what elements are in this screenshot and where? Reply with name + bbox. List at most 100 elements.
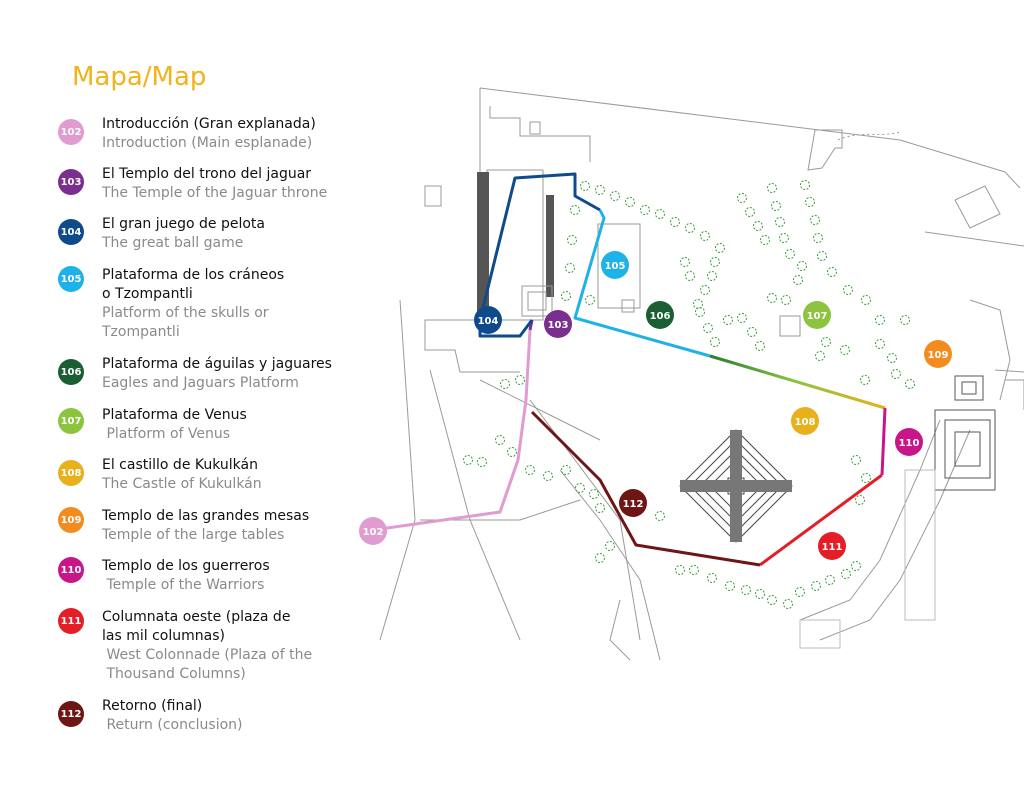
stop-badge: 106: [58, 359, 84, 385]
tree-icon: [567, 235, 577, 245]
stop-name-es: Plataforma de Venus: [102, 407, 247, 423]
tree-icon: [779, 233, 789, 243]
map-marker-label: 110: [899, 438, 920, 449]
tree-icon: [707, 271, 717, 281]
stop-badge: 112: [58, 701, 84, 727]
tree-icon: [710, 337, 720, 347]
map-marker-label: 106: [650, 311, 671, 322]
stop-badge: 110: [58, 557, 84, 583]
tree-icon: [561, 291, 571, 301]
stop-name-es: El castillo de Kukulkán: [102, 457, 258, 473]
map-title: Mapa/Map: [72, 62, 207, 92]
tree-icon: [753, 221, 763, 231]
tree-icon: [680, 257, 690, 267]
stop-name-en-line2: Tzompantli: [102, 324, 180, 340]
trees: [463, 180, 915, 609]
tree-icon: [463, 455, 473, 465]
tree-icon: [515, 375, 525, 385]
stop-name-es: Retorno (final): [102, 698, 203, 714]
tree-icon: [841, 569, 851, 579]
stop-badge: 104: [58, 219, 84, 245]
map-marker-106[interactable]: 106: [646, 301, 674, 329]
tree-icon: [767, 595, 777, 605]
tree-icon: [767, 183, 777, 193]
stop-name-es: Plataforma de águilas y jaguares: [102, 356, 332, 372]
map-marker-108[interactable]: 108: [791, 407, 819, 435]
map-marker-label: 107: [807, 311, 828, 322]
stop-badge: 105: [58, 266, 84, 292]
tree-icon: [821, 337, 831, 347]
map-marker-102[interactable]: 102: [359, 517, 387, 545]
map-marker-111[interactable]: 111: [818, 532, 846, 560]
tree-icon: [737, 193, 747, 203]
map-marker-104[interactable]: 104: [474, 306, 502, 334]
map-marker-110[interactable]: 110: [895, 428, 923, 456]
tree-icon: [783, 599, 793, 609]
tree-icon: [685, 271, 695, 281]
stop-name-es: El Templo del trono del jaguar: [102, 166, 312, 182]
tree-icon: [655, 209, 665, 219]
tree-icon: [811, 581, 821, 591]
castillo-pyramid: [679, 429, 793, 543]
tree-icon: [775, 217, 785, 227]
stop-name-en: Temple of the Warriors: [102, 577, 265, 593]
tree-icon: [689, 565, 699, 575]
stop-name-en: Temple of the large tables: [102, 527, 285, 543]
tree-icon: [860, 375, 870, 385]
map-marker-105[interactable]: 105: [601, 251, 629, 279]
stop-name-en: The Temple of the Jaguar throne: [102, 185, 328, 201]
stop-name-es-line2: o Tzompantli: [102, 286, 193, 302]
stop-name-en: The Castle of Kukulkán: [102, 476, 262, 492]
stop-name-es: Columnata oeste (plaza de: [102, 609, 291, 625]
tree-icon: [810, 215, 820, 225]
stop-badge: 109: [58, 507, 84, 533]
tree-icon: [900, 315, 910, 325]
map-marker-label: 112: [623, 499, 644, 510]
tree-icon: [843, 285, 853, 295]
stop-name-en: West Colonnade (Plaza of the: [102, 647, 313, 663]
map-marker-103[interactable]: 103: [544, 310, 572, 338]
tree-icon: [700, 285, 710, 295]
stop-name-es-line2: las mil columnas): [102, 628, 225, 644]
stop-badge: 103: [58, 169, 84, 195]
tree-icon: [797, 261, 807, 271]
tree-icon: [640, 205, 650, 215]
tree-icon: [785, 249, 795, 259]
tree-icon: [851, 455, 861, 465]
map-marker-112[interactable]: 112: [619, 489, 647, 517]
temple-of-the-warriors-complex: [799, 375, 996, 649]
map-marker-109[interactable]: 109: [924, 340, 952, 368]
map-markers: 102 103 104 105 106 107 108 109 110 111 …: [359, 251, 952, 560]
tree-icon: [861, 295, 871, 305]
tree-icon: [500, 379, 510, 389]
stop-name-en: The great ball game: [102, 235, 244, 251]
map-marker-107[interactable]: 107: [803, 301, 831, 329]
tree-icon: [851, 561, 861, 571]
map-marker-label: 102: [363, 527, 384, 538]
tree-icon: [625, 197, 635, 207]
tree-icon: [760, 235, 770, 245]
tree-icon: [605, 541, 615, 551]
tree-icon: [507, 447, 517, 457]
tour-route: [372, 172, 887, 567]
tree-icon: [595, 503, 605, 513]
tree-icon: [580, 181, 590, 191]
tree-icon: [875, 315, 885, 325]
tree-icon: [815, 351, 825, 361]
tree-icon: [477, 457, 487, 467]
map-marker-label: 105: [605, 261, 626, 272]
map-marker-label: 103: [548, 320, 569, 331]
stop-badge: 108: [58, 460, 84, 486]
tree-icon: [855, 495, 865, 505]
stop-name-en: Eagles and Jaguars Platform: [102, 375, 299, 391]
tree-icon: [565, 263, 575, 273]
tree-icon: [561, 465, 571, 475]
tree-icon: [745, 207, 755, 217]
tree-icon: [741, 585, 751, 595]
stop-name-en: Return (conclusion): [102, 717, 243, 733]
tree-icon: [781, 295, 791, 305]
tree-icon: [707, 573, 717, 583]
stop-name-es: Templo de las grandes mesas: [102, 508, 310, 524]
tree-icon: [700, 231, 710, 241]
